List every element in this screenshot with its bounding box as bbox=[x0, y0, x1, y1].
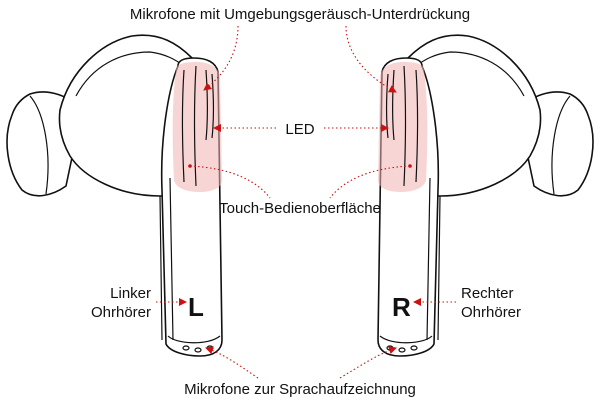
led-label: LED bbox=[285, 121, 314, 138]
right-groove-2 bbox=[403, 65, 407, 187]
right-groove-1 bbox=[415, 69, 419, 183]
left-earbud-label-line1: Linker bbox=[110, 285, 151, 302]
right-head-contour bbox=[415, 51, 525, 97]
left-earbud: L bbox=[6, 34, 223, 357]
right-mic-hole-1 bbox=[410, 345, 418, 351]
left-stem-bottom-ring bbox=[167, 335, 221, 344]
voice-microphones-label: Mikrofone zur Sprachaufzeichnung bbox=[184, 381, 416, 398]
left-stem-inner-edge bbox=[169, 177, 174, 341]
left-groove-1 bbox=[181, 69, 185, 183]
right-stem-inner-edge bbox=[426, 177, 431, 341]
right-earbud: R bbox=[377, 34, 594, 357]
right-earbud-label-line2: Ohrhörer bbox=[461, 304, 521, 321]
left-groove-4 bbox=[211, 73, 215, 139]
left-stem-back-edge bbox=[159, 195, 163, 341]
left-ear-tip-seam bbox=[29, 95, 49, 195]
right-stem-bottom-ring bbox=[379, 335, 433, 344]
right-touch-highlight bbox=[378, 62, 428, 192]
left-earbud-label-line2: Ohrhörer bbox=[91, 304, 151, 321]
left-mic-hole-1 bbox=[182, 345, 190, 351]
pointer-lines bbox=[156, 25, 456, 379]
touch-surface-label: Touch-Bedienoberfläche bbox=[219, 200, 381, 217]
right-groove-4 bbox=[385, 73, 389, 139]
left-mic-hole-2 bbox=[194, 347, 202, 353]
right-letter: R bbox=[392, 292, 411, 322]
right-earbud-label-line1: Rechter bbox=[461, 285, 514, 302]
anc-microphones-label: Mikrofone mit Umgebungsgeräusch-Unterdrü… bbox=[130, 6, 470, 23]
right-mic-hole-2 bbox=[398, 347, 406, 353]
left-head-contour bbox=[75, 51, 185, 97]
right-stem-back-edge bbox=[437, 195, 441, 341]
left-groove-2 bbox=[193, 65, 197, 187]
voice-left-pointer bbox=[205, 346, 259, 379]
left-letter: L bbox=[188, 292, 204, 322]
left-groove-3 bbox=[205, 69, 209, 141]
left-touch-highlight bbox=[172, 62, 222, 192]
right-ear-tip-seam bbox=[551, 95, 571, 195]
right-groove-3 bbox=[391, 69, 395, 141]
